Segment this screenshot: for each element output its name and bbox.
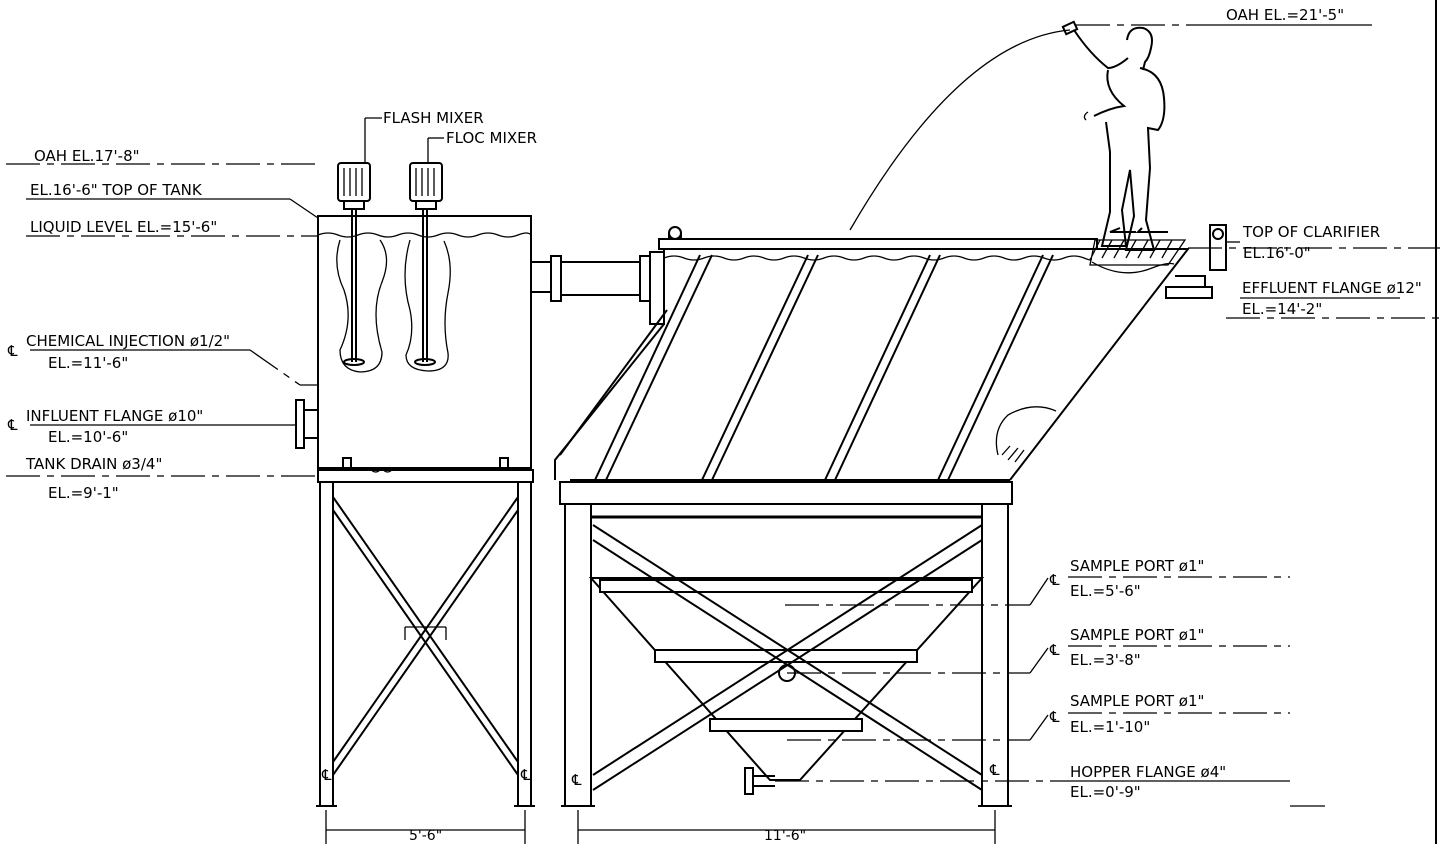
clarifier bbox=[554, 224, 1227, 505]
flash-mixer-motor bbox=[337, 162, 371, 210]
sample-port-2-el: EL.=3'-8" bbox=[1070, 651, 1141, 669]
effluent-flange-el: EL.=14'-2" bbox=[1242, 300, 1322, 318]
sample-port-2-label: SAMPLE PORT ø1" bbox=[1070, 626, 1204, 644]
centerline-symbol: ℄ bbox=[7, 342, 18, 360]
top-of-clarifier-label: TOP OF CLARIFIER bbox=[1242, 223, 1380, 241]
floc-mixer-motor bbox=[409, 162, 443, 210]
flash-mixer-label: FLASH MIXER bbox=[383, 109, 484, 127]
tank-oah-label: OAH EL.17'-8" bbox=[34, 147, 140, 165]
tank-drain-label: TANK DRAIN ø3/4" bbox=[25, 455, 162, 473]
clarifier-text: OAH EL.=21'-5" TOP OF CLARIFIER EL.16'-0… bbox=[571, 6, 1422, 801]
tank-width-dimension: 5'-6" bbox=[409, 828, 442, 844]
centerline-symbol: ℄ bbox=[1049, 571, 1060, 589]
dimension-lines bbox=[325, 810, 996, 844]
tank-drain-el: EL.=9'-1" bbox=[48, 484, 119, 502]
clarifier-stand bbox=[561, 504, 1012, 807]
clarifier-top-rim bbox=[658, 238, 1098, 250]
top-of-clarifier-el: EL.16'-0" bbox=[1243, 244, 1311, 262]
effluent-flange-label: EFFLUENT FLANGE ø12" bbox=[1242, 279, 1422, 297]
effluent-launder bbox=[1089, 239, 1187, 266]
floc-vortex bbox=[404, 239, 451, 372]
tank-body bbox=[317, 215, 532, 469]
hopper-flange-el: EL.=0'-9" bbox=[1070, 783, 1141, 801]
centerline-symbol: ℄ bbox=[321, 766, 332, 784]
centerline-symbol: ℄ bbox=[571, 771, 582, 789]
tank-stand bbox=[316, 469, 535, 807]
centerline-symbol: ℄ bbox=[989, 761, 1000, 779]
clarifier-deck bbox=[559, 481, 1013, 505]
clarifier-leaders bbox=[775, 24, 1440, 807]
clarifier-oah-label: OAH EL.=21'-5" bbox=[1226, 6, 1344, 24]
sludge-hopper bbox=[588, 577, 985, 781]
liquid-surface bbox=[317, 232, 532, 238]
centerline-symbol: ℄ bbox=[1049, 708, 1060, 726]
dimension-text: 5'-6" 11'-6" bbox=[409, 828, 806, 844]
tank-leaders bbox=[6, 117, 444, 477]
sample-port-1-el: EL.=5'-6" bbox=[1070, 582, 1141, 600]
flash-floc-tank bbox=[295, 162, 665, 473]
sample-port-3-el: EL.=1'-10" bbox=[1070, 718, 1150, 736]
tank-text: FLASH MIXER FLOC MIXER OAH EL.17'-8" EL.… bbox=[7, 109, 537, 784]
chem-injection-label: CHEMICAL INJECTION ø1/2" bbox=[26, 332, 230, 350]
hopper-flange-label: HOPPER FLANGE ø4" bbox=[1070, 763, 1226, 781]
operator-figure bbox=[849, 20, 1168, 251]
influent-flange-label: INFLUENT FLANGE ø10" bbox=[26, 407, 203, 425]
chem-injection-el: EL.=11'-6" bbox=[48, 354, 128, 372]
floc-mixer-label: FLOC MIXER bbox=[446, 129, 537, 147]
hopper-flange bbox=[744, 767, 754, 795]
influent-flange bbox=[295, 399, 305, 449]
sample-port-1-label: SAMPLE PORT ø1" bbox=[1070, 557, 1204, 575]
centerline-symbol: ℄ bbox=[520, 766, 531, 784]
centerline-symbol: ℄ bbox=[7, 416, 18, 434]
top-of-tank-label: EL.16'-6" TOP OF TANK bbox=[30, 181, 203, 199]
sample-port-3-label: SAMPLE PORT ø1" bbox=[1070, 692, 1204, 710]
flash-vortex bbox=[336, 239, 388, 373]
clarifier-width-dimension: 11'-6" bbox=[764, 828, 806, 844]
influent-flange-el: EL.=10'-6" bbox=[48, 428, 128, 446]
centerline-symbol: ℄ bbox=[1049, 641, 1060, 659]
liquid-level-label: LIQUID LEVEL EL.=15'-6" bbox=[30, 218, 217, 236]
